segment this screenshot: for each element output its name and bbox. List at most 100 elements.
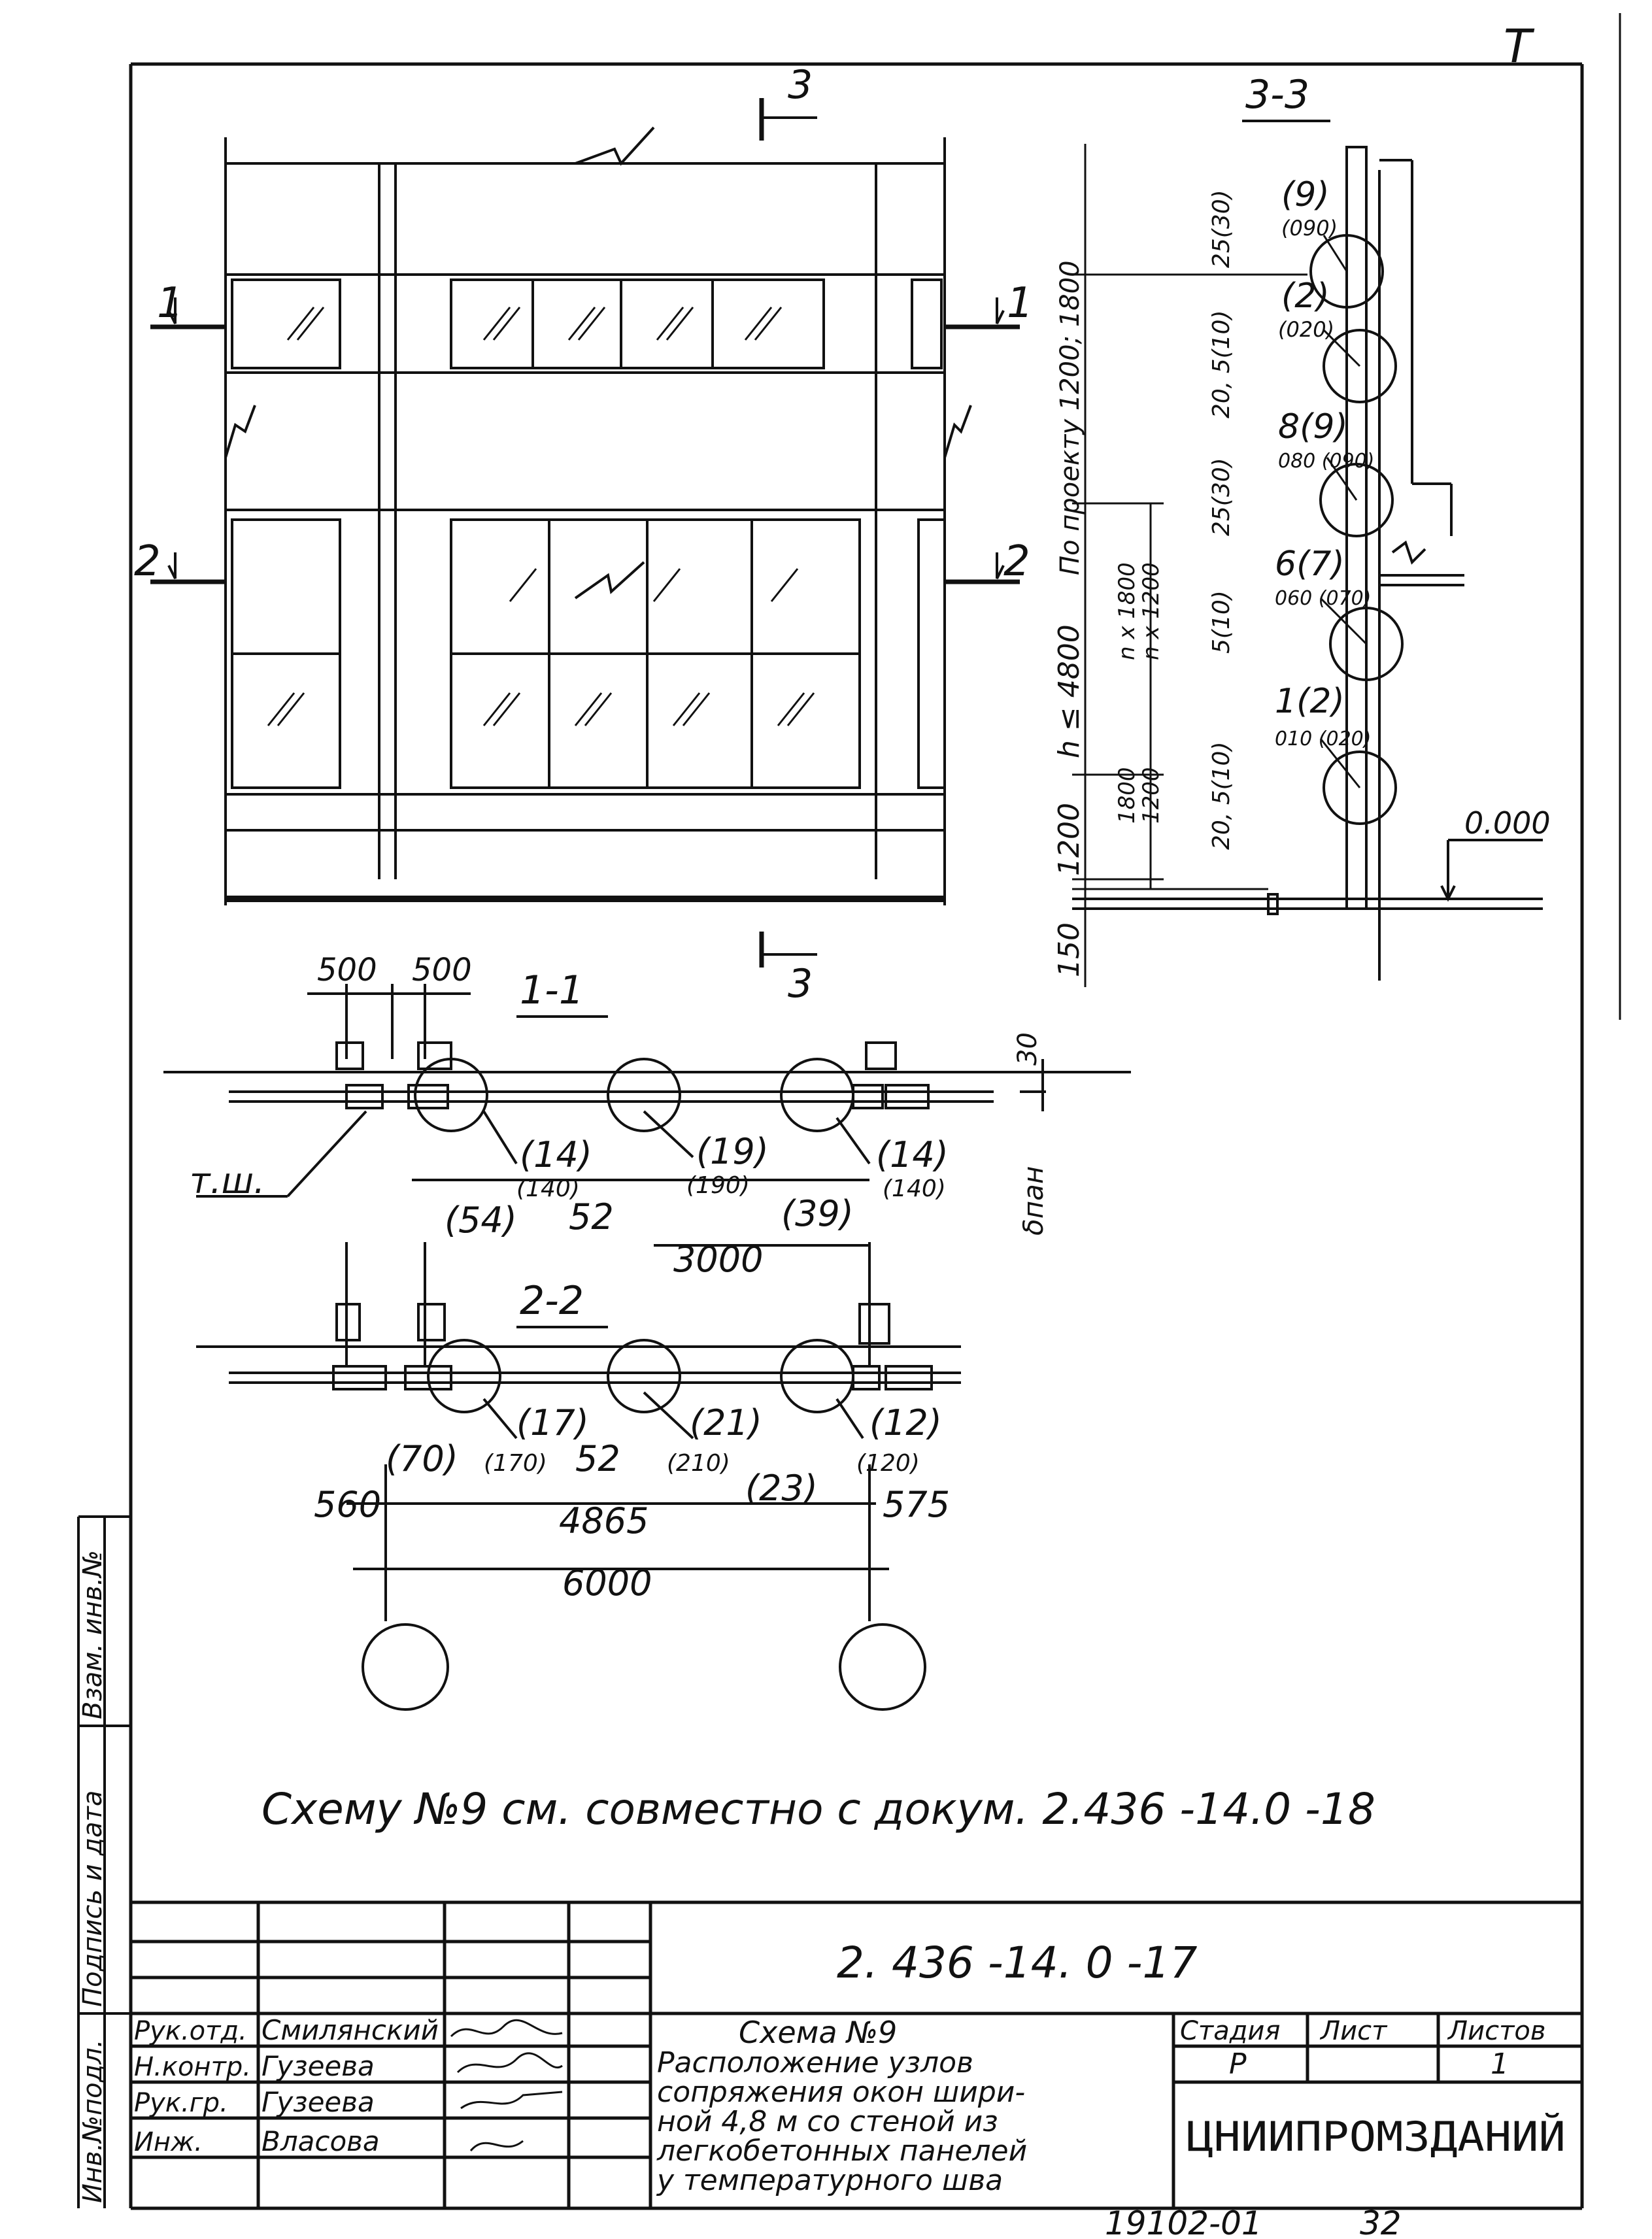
section-3-3-title: 3-3 (1245, 72, 1309, 118)
name-4: Власова (261, 2125, 380, 2157)
gap33-2: 20, 5(10) (1208, 311, 1235, 419)
stage-value: Р (1229, 2047, 1247, 2081)
dim22-52: 52 (575, 1438, 620, 1479)
organization: ЦНИИПРОМЗДАНИЙ (1187, 2113, 1566, 2161)
node22-1-sub: (170) (484, 1450, 547, 1477)
node11-3-sub: (140) (883, 1175, 946, 1202)
cut-mark-3-top: 3 (788, 62, 813, 108)
dim-inner-1200: 1200 (1138, 767, 1164, 824)
label-tsh: т.ш. (190, 1160, 265, 1202)
node22-3-sub: (120) (856, 1450, 920, 1477)
dim-delta-pan: δпан (1017, 1166, 1049, 1236)
node33-4-main: 6(7) (1275, 545, 1345, 584)
node33-1-sub: (090) (1281, 216, 1338, 241)
role-4: Инж. (134, 2127, 203, 2157)
node33-3-sub: 080 (090) (1278, 450, 1374, 473)
name-3: Гузеева (261, 2086, 375, 2118)
side-stamp-sign: Подпись и дата (78, 1791, 108, 2007)
node33-4-sub: 060 (070) (1275, 587, 1371, 610)
node22-2-sub: (210) (667, 1450, 730, 1477)
col-header-sheet: Лист (1319, 2016, 1388, 2046)
cut-mark-1-right: 1 (1007, 279, 1034, 328)
node33-1-main: (9) (1281, 175, 1330, 214)
node11-2-sub: (190) (686, 1172, 750, 1199)
dim-inner-nx1800: n x 1800 (1114, 562, 1140, 660)
gap33-1: 25(30) (1208, 190, 1235, 268)
axis-bubble-right (839, 1623, 926, 1711)
bottom-number: 19102-01 (1105, 2204, 1262, 2239)
section-2-2-view (196, 1242, 961, 1621)
level-mark: 0.000 (1464, 805, 1551, 841)
col-header-sheets: Листов (1447, 2016, 1545, 2046)
side-stamp-inv: Инв.№подл. (78, 2039, 108, 2203)
node11-3-main: (14) (876, 1134, 949, 1175)
dim-30: 30 (1013, 1032, 1043, 1066)
cut-mark-2-right: 2 (1003, 537, 1030, 586)
cut-mark-3-bottom: 3 (788, 961, 813, 1007)
sheet-number-value: 1 (1491, 2047, 1509, 2081)
dim22-70: (70) (386, 1438, 458, 1479)
name-1: Смилянский (261, 2014, 439, 2046)
node11-1-main: (14) (520, 1134, 592, 1175)
document-code: 2. 436 -14. 0 -17 (837, 1938, 1197, 1988)
dim11-52: 52 (569, 1196, 614, 1237)
axis-bubble-left (362, 1623, 449, 1711)
title-line-6: у температурного шва (656, 2164, 1003, 2197)
dim-by-project: По проекту 1200; 1800 (1055, 260, 1085, 575)
name-2: Гузеева (261, 2050, 375, 2082)
cut-mark-1-left: 1 (157, 279, 184, 328)
dim22-6000: 6000 (562, 1562, 652, 1604)
dim11-54: (54) (445, 1200, 517, 1241)
role-2: Н.контр. (134, 2052, 251, 2082)
top-mark: T (1504, 20, 1535, 73)
section-3-3-view (1072, 146, 1543, 981)
dim11-39: (39) (781, 1193, 854, 1234)
node22-1-main: (17) (516, 1402, 589, 1443)
elevation-dimension-lines (1072, 144, 1307, 987)
col-header-stage: Стадия (1180, 2016, 1280, 2046)
dim-500-right: 500 (412, 952, 472, 988)
title-line-5: легкобетонных панелей (656, 2134, 1027, 2168)
signatures (450, 2019, 563, 2151)
title-line-3: сопряжения окон шири- (657, 2076, 1025, 2109)
title-block-grid (131, 1900, 1582, 2208)
role-3: Рук.гр. (134, 2088, 228, 2118)
node33-2-sub: (020) (1278, 317, 1334, 342)
bottom-page: 32 (1360, 2204, 1402, 2239)
node22-3-main: (12) (869, 1402, 942, 1443)
side-stamp (77, 1515, 131, 2208)
gap33-4: 5(10) (1208, 590, 1235, 654)
dim22-560: 560 (314, 1484, 381, 1525)
node33-5-main: 1(2) (1275, 682, 1345, 721)
section-2-2-title: 2-2 (520, 1278, 584, 1324)
dim11-3000: 3000 (673, 1239, 763, 1280)
gap33-5: 20, 5(10) (1208, 742, 1235, 850)
dim-inner-nx1200: n x 1200 (1138, 562, 1164, 660)
side-stamp-replace: Взам. инв.№ (78, 1550, 108, 1719)
dim22-575: 575 (883, 1484, 950, 1525)
cut-mark-2-left: 2 (134, 537, 161, 586)
elevation-view (150, 98, 1020, 968)
dim-500-left: 500 (317, 952, 377, 988)
title-line-2: Расположение узлов (657, 2046, 973, 2079)
dim-150: 150 (1053, 922, 1086, 977)
role-1: Рук.отд. (134, 2016, 247, 2046)
dim-1200: 1200 (1053, 803, 1086, 876)
section-1-1-title: 1-1 (520, 968, 584, 1013)
dim-inner-1800: 1800 (1114, 767, 1140, 824)
node11-2-main: (19) (696, 1131, 769, 1172)
section-1-1-view (163, 984, 1131, 1247)
node22-2-main: (21) (690, 1402, 762, 1443)
sheet-frame (129, 13, 1621, 2210)
gap33-3: 25(30) (1208, 458, 1235, 536)
dim-h-4800: h ≤ 4800 (1053, 624, 1086, 758)
title-line-4: ной 4,8 м со стеной из (657, 2105, 998, 2138)
scheme-note: Схему №9 см. совместно с докум. 2.436 -1… (261, 1784, 1375, 1834)
node33-5-sub: 010 (020) (1275, 728, 1371, 750)
dim22-23: (23) (745, 1468, 818, 1509)
node33-3-main: 8(9) (1278, 407, 1348, 446)
node11-1-sub: (140) (516, 1175, 580, 1202)
node33-2-main: (2) (1281, 277, 1330, 316)
dim22-4865: 4865 (559, 1500, 649, 1541)
